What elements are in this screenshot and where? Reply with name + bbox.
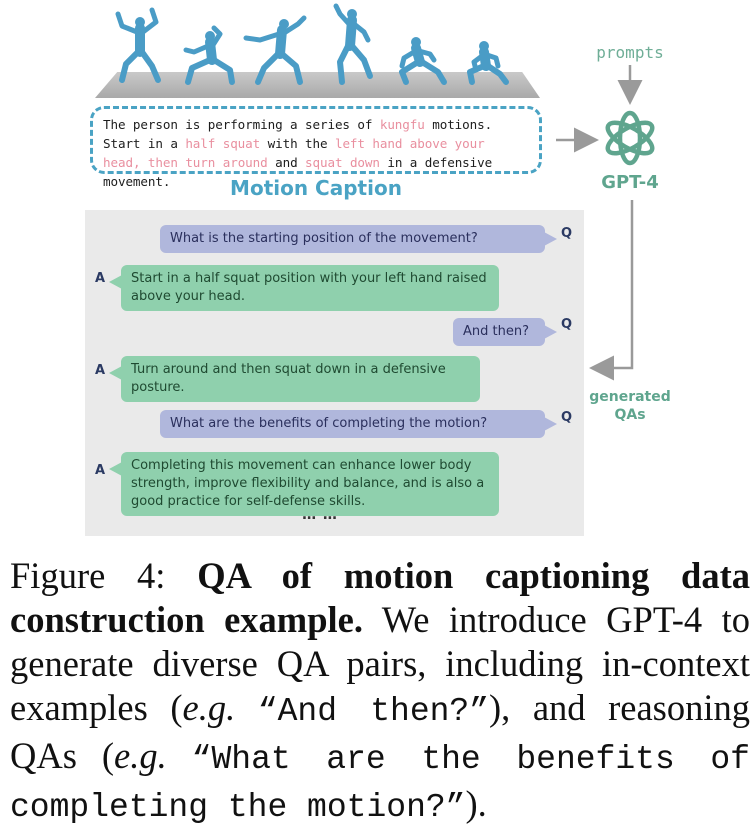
pose-figure [183,25,235,85]
figure-title: QA of motion captioning data constructio… [10,555,751,640]
answer-bubble: Start in a half squat position with your… [109,265,499,311]
answer-tag: A [95,271,106,286]
answer-bubble: Completing this movement can enhance low… [109,452,499,516]
eg-abbrev: e.g. [182,687,236,728]
eg-abbrev: e.g. [114,735,167,776]
motion-caption-box: The person is performing a series of kun… [90,106,542,189]
pose-figure [333,3,373,85]
pose-figure [115,7,161,83]
answer-tag: A [95,363,106,378]
generated-qas-label: generated QAs [582,388,678,424]
example-in-context: “And then?” [257,693,490,730]
question-bubble: What is the starting position of the mov… [160,225,557,253]
question-bubble: What are the benefits of completing the … [160,410,557,438]
question-bubble: And then? [453,318,557,346]
answer-tag: A [95,463,106,478]
motion-caption-title: Motion Caption [230,176,402,200]
caption-body: ), and reasoning QAs ( [10,687,750,776]
caption-body: We introduce GPT-4 to generate diverse Q… [10,599,750,728]
answer-bubble: Turn around and then squat down in a def… [109,356,480,402]
example-reasoning: “What are the benefits of completing the… [10,741,750,826]
pose-figure [467,41,509,85]
caption-body: ). [465,783,487,824]
caption-text: The person is performing a series of kun… [103,117,493,189]
question-tag: Q [561,226,573,241]
qas-line: QAs [614,407,646,423]
generated-line: generated [589,389,671,405]
more-qas-ellipsis: … … [302,507,338,523]
motion-stage-floor [95,72,540,98]
pose-figure [243,15,307,85]
question-tag: Q [561,410,573,425]
gpt4-label: GPT-4 [601,172,659,193]
openai-logo-icon [605,110,655,166]
figure-caption: Figure 4: QA of motion captioning data c… [10,554,750,830]
figure-label: Figure 4: [10,555,166,596]
pose-figure [399,37,447,85]
kungfu-pose-figures [115,3,509,85]
gpt-to-qa-arrow [589,200,634,381]
prompts-label: prompts [596,43,664,62]
question-tag: Q [561,317,573,332]
